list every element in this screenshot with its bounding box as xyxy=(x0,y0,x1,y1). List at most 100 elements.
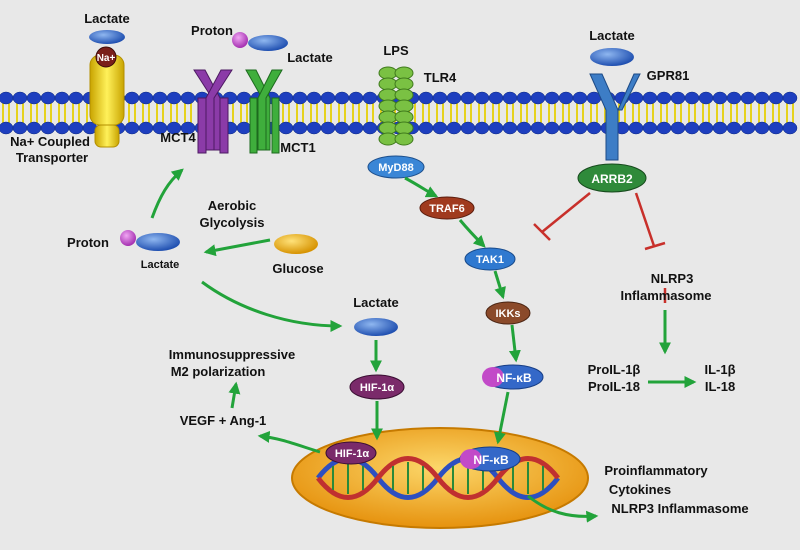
na-transporter-label-1: Na+ Coupled xyxy=(10,134,90,149)
lipid-head xyxy=(572,121,588,135)
lipid-head xyxy=(54,121,70,135)
hif1a-label: HIF-1α xyxy=(360,382,395,394)
lipid-head xyxy=(12,121,28,135)
nfkb-subunit-icon xyxy=(460,449,482,469)
hif1a-nuclear-protein xyxy=(325,441,377,465)
lipid-tail xyxy=(282,103,290,123)
lactate-molecule-icon xyxy=(354,318,398,336)
lipid-tail xyxy=(72,103,80,123)
proil18-label: ProIL-18 xyxy=(588,379,640,394)
hif1a-nucleus-label: HIF-1α xyxy=(335,448,370,460)
lipid-head xyxy=(446,91,462,105)
lipid-head xyxy=(628,121,644,135)
lipid-tail xyxy=(184,103,192,123)
sodium-ion-icon xyxy=(95,46,117,68)
lipid-tail xyxy=(506,103,514,123)
nfkb-label: NF-κB xyxy=(496,371,532,385)
lipid-tail xyxy=(632,103,640,123)
lipid-head xyxy=(754,121,770,135)
lactate-molecule-icon xyxy=(248,35,288,51)
lipid-tail xyxy=(590,103,598,123)
lipid-tail xyxy=(366,103,374,123)
proton-label-top: Proton xyxy=(191,23,233,38)
lipid-tail xyxy=(324,103,332,123)
ikks-label: IKKs xyxy=(495,308,520,320)
lactate-label-top: Lactate xyxy=(287,50,333,65)
lipid-tail xyxy=(758,103,766,123)
lipid-head xyxy=(180,91,196,105)
lipid-head xyxy=(670,121,686,135)
vegf-ang1-label: VEGF + Ang-1 xyxy=(180,413,267,428)
lipid-head xyxy=(0,121,14,135)
lipid-tail xyxy=(772,103,780,123)
lipid-head xyxy=(544,91,560,105)
glucose-label: Glucose xyxy=(272,261,323,276)
lipid-tail xyxy=(16,103,24,123)
lipid-head xyxy=(558,91,574,105)
lipid-head xyxy=(292,121,308,135)
il1b-label: IL-1β xyxy=(704,362,735,377)
lipid-head xyxy=(558,121,574,135)
lipid-tail xyxy=(156,103,164,123)
lipid-head xyxy=(432,121,448,135)
lactate-label-mid: Lactate xyxy=(353,295,399,310)
aerobic-label: Aerobic xyxy=(208,198,256,213)
mct1-transporter xyxy=(245,69,283,154)
lipid-tail xyxy=(534,103,542,123)
gpr81-label: GPR81 xyxy=(647,68,690,83)
mct1-label: MCT1 xyxy=(280,140,315,155)
lipid-tail xyxy=(660,103,668,123)
lipid-head xyxy=(684,91,700,105)
lipid-head xyxy=(236,121,252,135)
lactate-label-left: Lactate xyxy=(141,259,180,271)
lipid-tail xyxy=(2,103,10,123)
lps-label: LPS xyxy=(383,43,409,58)
lipid-head xyxy=(306,121,322,135)
glycolysis-label: Glycolysis xyxy=(199,215,264,230)
lipid-head xyxy=(712,91,728,105)
lipid-head xyxy=(138,121,154,135)
lipid-tail xyxy=(142,103,150,123)
lipid-head xyxy=(530,121,546,135)
tak1-protein xyxy=(464,247,516,271)
immunosuppressive-label: Immunosuppressive xyxy=(169,347,295,362)
tlr4-label: TLR4 xyxy=(424,70,457,85)
glucose-molecule-icon xyxy=(274,234,318,254)
arrb2-label: ARRB2 xyxy=(591,172,633,186)
lipid-head xyxy=(516,121,532,135)
il18-label: IL-18 xyxy=(705,379,735,394)
lipid-head xyxy=(670,91,686,105)
lipid-head xyxy=(334,121,350,135)
lipid-head xyxy=(544,121,560,135)
lipid-head xyxy=(40,121,56,135)
lipid-head xyxy=(138,91,154,105)
lipid-tail xyxy=(170,103,178,123)
na-coupled-transporter xyxy=(89,54,125,148)
lipid-tail xyxy=(128,103,136,123)
mct4-transporter xyxy=(193,69,233,154)
lipid-head xyxy=(474,121,490,135)
lipid-head xyxy=(782,91,798,105)
lipid-head xyxy=(40,91,56,105)
lipid-tail xyxy=(310,103,318,123)
lipid-head xyxy=(628,91,644,105)
lipid-head xyxy=(320,121,336,135)
lipid-head xyxy=(782,121,798,135)
proinflammatory-label: Proinflammatory xyxy=(604,463,708,478)
lipid-head xyxy=(306,91,322,105)
lactate-molecule-icon xyxy=(89,30,125,44)
lipid-head xyxy=(684,121,700,135)
activation-arrows xyxy=(150,168,697,523)
lipid-head xyxy=(348,91,364,105)
lipid-head xyxy=(446,121,462,135)
lipid-head xyxy=(68,121,84,135)
gpr81-receptor xyxy=(589,73,641,161)
inflammasome-label: Inflammasome xyxy=(620,288,711,303)
proton-molecule-icon xyxy=(232,32,248,48)
lipid-head xyxy=(768,121,784,135)
mct4-label: MCT4 xyxy=(160,130,196,145)
lipid-head xyxy=(362,91,378,105)
proton-label-left: Proton xyxy=(67,235,109,250)
lipid-head xyxy=(488,91,504,105)
